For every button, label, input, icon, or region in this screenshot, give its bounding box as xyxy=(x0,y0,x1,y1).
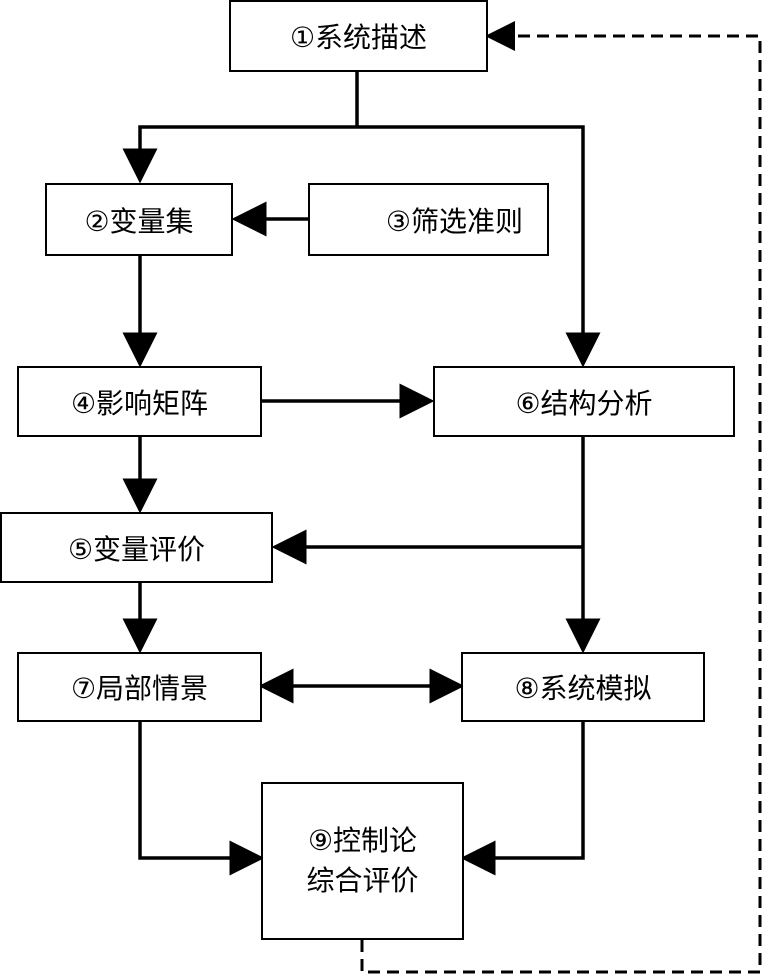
node-8-label: ⑧系统模拟 xyxy=(514,672,652,705)
node-7-label: ⑦局部情景 xyxy=(70,672,209,705)
node-impact-matrix: ④影响矩阵 xyxy=(17,366,262,437)
node-5-label: ⑤变量评价 xyxy=(67,532,206,566)
node-9-label-line2: 综合评价 xyxy=(306,864,419,897)
edge-1-to-6 xyxy=(357,125,601,368)
node-variable-set: ②变量集 xyxy=(45,183,233,256)
node-3-label: ③筛选准则 xyxy=(385,204,523,238)
node-system-simulation: ⑧系统模拟 xyxy=(461,652,705,722)
edge-9-to-1-feedback xyxy=(360,21,762,974)
node-6-label: ⑥结构分析 xyxy=(515,386,653,420)
node-9-label-line1: ⑨控制论 xyxy=(307,824,418,857)
node-structure-analysis: ⑥结构分析 xyxy=(433,366,735,437)
edge-7-to-9 xyxy=(138,722,265,876)
edge-1-to-2 xyxy=(122,125,357,184)
node-cybernetic-evaluation: ⑨控制论 综合评价 xyxy=(261,782,464,940)
node-system-description: ①系统描述 xyxy=(229,0,488,72)
node-1-label: ①系统描述 xyxy=(289,21,428,54)
node-variable-evaluation: ⑤变量评价 xyxy=(0,512,273,583)
node-2-label: ②变量集 xyxy=(84,204,194,238)
node-4-label: ④影响矩阵 xyxy=(70,386,209,420)
node-local-scenario: ⑦局部情景 xyxy=(17,652,262,722)
edge-8-to-9 xyxy=(460,722,585,876)
node-screening-criteria: ③筛选准则 xyxy=(308,183,549,256)
